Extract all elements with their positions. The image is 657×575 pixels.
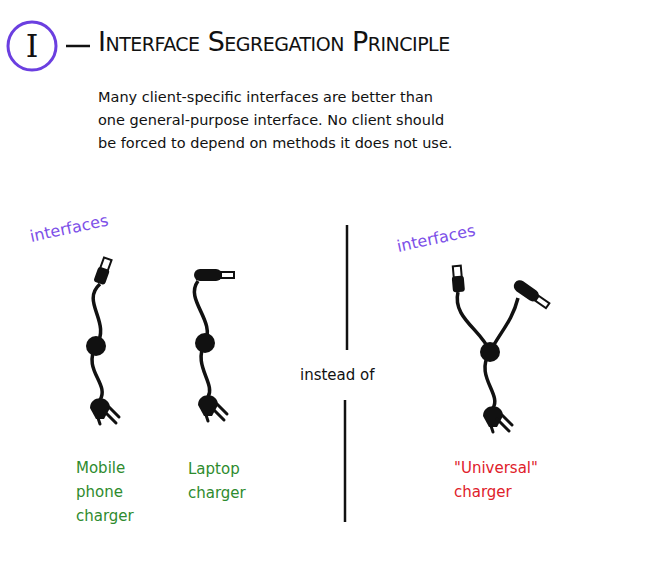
charger-label: Laptop charger: [188, 457, 260, 505]
description-text: Many client-specific interfaces are bett…: [98, 86, 453, 155]
mobile-charger: [86, 257, 119, 424]
page-title: Interface Segregation Principle: [98, 26, 450, 57]
charger-label: Mobile phone charger: [76, 456, 148, 528]
charger-label: "Universal" charger: [454, 456, 564, 504]
laptop-charger: [194, 269, 234, 421]
circle-outline: [8, 22, 56, 70]
interfaces-label: interfaces: [28, 210, 110, 247]
title-dash: [66, 45, 90, 48]
section-letter: I: [26, 30, 39, 62]
divider-line: [346, 225, 349, 350]
divider-line: [344, 400, 347, 522]
interfaces-label: interfaces: [395, 220, 477, 257]
instead-of-label: instead of: [300, 365, 375, 385]
section-letter-circle: I: [6, 20, 58, 72]
universal-charger: [451, 266, 551, 432]
